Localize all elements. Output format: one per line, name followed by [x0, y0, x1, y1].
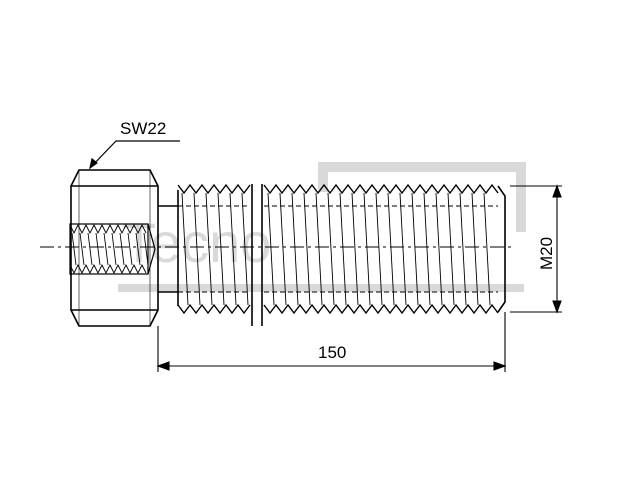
thread-line: [79, 232, 85, 266]
thread-crest-line: [177, 183, 251, 195]
thread-line: [339, 192, 347, 306]
thread-line: [87, 232, 93, 266]
thread-line: [471, 192, 479, 306]
thread-crest-line: [177, 303, 251, 315]
thread-line: [435, 192, 443, 306]
thread-dimension: [510, 184, 562, 314]
thread-size-label: M20: [537, 237, 556, 270]
thread-line: [135, 232, 141, 266]
length-label: 150: [318, 343, 346, 362]
length-dimension: [156, 312, 507, 372]
thread-line: [375, 192, 383, 306]
thread-line: [411, 192, 419, 306]
thread-line: [387, 192, 395, 306]
thread-line: [267, 192, 275, 306]
wrench-size-label: SW22: [120, 119, 166, 138]
threaded-shank: [177, 183, 506, 326]
thread-line: [303, 192, 311, 306]
thread-line: [363, 192, 371, 306]
thread-line: [351, 192, 359, 306]
thread-crest-line: [263, 183, 499, 195]
thread-line: [229, 192, 237, 306]
thread-line: [95, 232, 101, 266]
thread-line: [181, 192, 189, 306]
thread-line: [327, 192, 335, 306]
thread-line: [241, 192, 249, 306]
thread-line: [217, 192, 225, 306]
internal-thread: [69, 223, 156, 275]
thread-line: [143, 232, 149, 266]
thread-line: [205, 192, 213, 306]
thread-line: [279, 192, 287, 306]
thread-line: [71, 232, 77, 266]
thread-line: [447, 192, 455, 306]
neck: [158, 190, 179, 306]
thread-line: [119, 232, 125, 266]
thread-line: [291, 192, 299, 306]
thread-line: [127, 232, 133, 266]
thread-line: [315, 192, 323, 306]
thread-crest-line: [263, 303, 499, 315]
thread-crest-line: [69, 223, 147, 235]
thread-line: [483, 192, 491, 306]
thread-line: [111, 232, 117, 266]
sw-leader: [89, 140, 180, 170]
thread-crest-line: [69, 263, 147, 275]
thread-line: [423, 192, 431, 306]
thread-line: [103, 232, 109, 266]
thread-line: [193, 192, 201, 306]
watermark: Tecno: [118, 162, 526, 292]
thread-line: [459, 192, 467, 306]
thread-line: [399, 192, 407, 306]
